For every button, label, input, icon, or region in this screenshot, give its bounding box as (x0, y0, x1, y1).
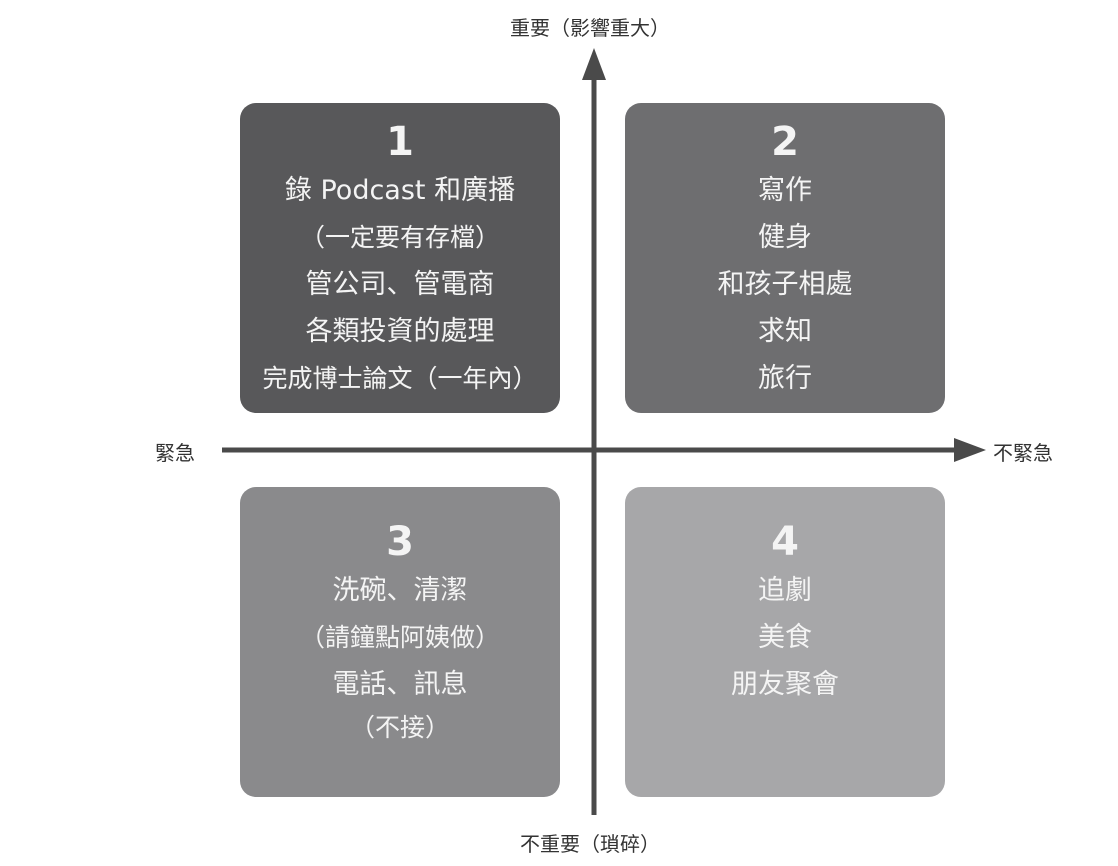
task-item: 管公司、管電商 (305, 269, 495, 300)
task-item: 旅行 (758, 363, 812, 394)
task-item: （不接） (349, 713, 450, 742)
task-item: 健身 (758, 222, 812, 253)
task-item: 朋友聚會 (731, 669, 839, 700)
axis-label-not-important: 不重要（瑣碎） (520, 832, 660, 856)
quadrant-2: 2 寫作 健身 和孩子相處 求知 旅行 (625, 103, 945, 413)
quadrant-number: 3 (386, 519, 414, 565)
quadrant-1: 1 錄 Podcast 和廣播 （一定要有存檔） 管公司、管電商 各類投資的處理… (240, 103, 560, 413)
task-item: 美食 (758, 622, 812, 653)
quadrant-number: 1 (386, 119, 414, 165)
quadrant-3: 3 洗碗、清潔 （請鐘點阿姨做） 電話、訊息 （不接） (240, 487, 560, 797)
quadrant-number: 2 (771, 119, 799, 165)
task-item: 求知 (758, 316, 812, 347)
right-arrow-icon (954, 438, 986, 462)
up-arrow-icon (582, 48, 606, 80)
task-item: 和孩子相處 (717, 269, 853, 300)
quadrant-4: 4 追劇 美食 朋友聚會 (625, 487, 945, 797)
task-item: 洗碗、清潔 (332, 575, 468, 606)
quadrant-number: 4 (771, 519, 799, 565)
task-item: （請鐘點阿姨做） (299, 623, 500, 652)
task-item: 電話、訊息 (332, 669, 468, 700)
task-item: 寫作 (758, 175, 812, 206)
task-item: 各類投資的處理 (305, 316, 495, 347)
axis-label-important: 重要（影響重大） (510, 16, 670, 40)
axis-label-not-urgent: 不緊急 (993, 441, 1053, 465)
axis-label-urgent: 緊急 (155, 441, 195, 465)
task-item: 錄 Podcast 和廣播 (284, 175, 516, 206)
task-item: 完成博士論文（一年內） (262, 364, 538, 393)
task-item: （一定要有存檔） (299, 223, 500, 252)
task-item: 追劇 (758, 575, 812, 606)
